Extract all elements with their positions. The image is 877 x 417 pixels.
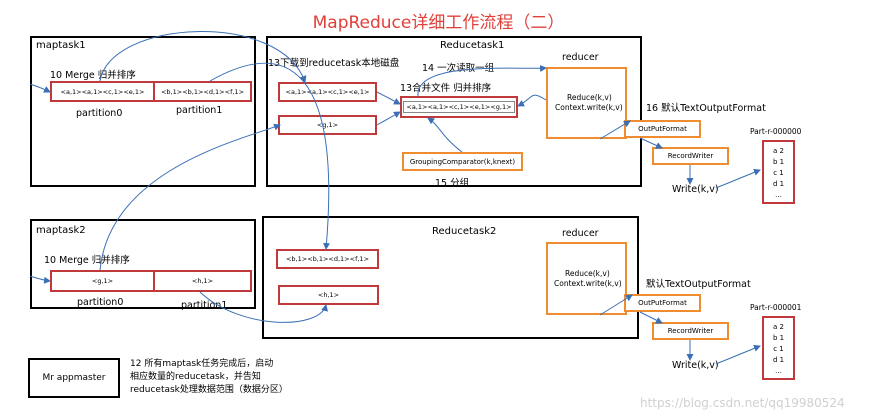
reducetask1-buffer2: <g,1> <box>278 115 377 135</box>
page-title: MapReduce详细工作流程（二） <box>312 13 565 33</box>
reducetask2-buffer2: <h,1> <box>278 285 379 305</box>
reducetask2-reducer-label: reducer <box>562 228 599 239</box>
reducetask1-label: Reducetask1 <box>440 40 505 51</box>
output1-line-3: d 1 <box>772 180 785 188</box>
reducetask1-context-text: Context.write(k,v) <box>555 103 623 112</box>
reducetask1-reducer-label: reducer <box>562 52 599 63</box>
reducetask1-reduce-text: Reduce(k,v) <box>567 93 612 102</box>
watermark: https://blog.csdn.net/qq19980524 <box>640 396 845 410</box>
output1-line-1: b 1 <box>772 158 785 166</box>
reducetask1-download-label: 13下载到reducetask本地磁盘 <box>268 58 400 69</box>
maptask2-partition1-cell: <h,1> <box>153 272 250 290</box>
grouping-comparator-box: GroupingComparator(k,knext) <box>402 152 523 171</box>
maptask2-partition0-cell: <g,1> <box>91 277 114 285</box>
reducetask1-merged-buffer: <a,1><a,1><c,1><e,1><g,1> <box>400 96 518 118</box>
appmaster-box: Mr appmaster <box>28 358 120 398</box>
maptask1-partition1-label: partition1 <box>176 105 223 116</box>
output1-write-label: Write(k,v) <box>672 184 719 195</box>
output2-file-box: a 2 b 1 c 1 d 1 ... <box>762 316 795 380</box>
output1-line-4: ... <box>775 191 782 199</box>
maptask2-label: maptask2 <box>36 225 86 236</box>
maptask2-partition0-label: partition0 <box>77 297 124 308</box>
output2-line-1: b 1 <box>772 334 785 342</box>
output1-format-label: 16 默认TextOutputFormat <box>646 103 766 114</box>
output2-line-2: c 1 <box>773 345 784 353</box>
output2-line-3: d 1 <box>772 356 785 364</box>
output2-line-4: ... <box>775 367 782 375</box>
maptask1-partition0-cell: <a,1><a,1><c,1><e,1> <box>60 87 145 96</box>
appmaster-note-line2: 相应数量的reducetask，并告知 <box>130 372 261 382</box>
output1-file-box: a 2 b 1 c 1 d 1 ... <box>762 140 795 204</box>
output2-outputformat-box: OutPutFormat <box>624 294 701 312</box>
output1-outputformat-box: OutPutFormat <box>624 120 701 138</box>
reducetask1-merge-label: 13合并文件 归并排序 <box>400 83 492 94</box>
arrow-write1-to-file <box>715 169 761 189</box>
maptask2-partition1-label: partition1 <box>181 300 228 311</box>
maptask2-merge-label: 10 Merge 归并排序 <box>44 255 130 266</box>
output1-line-0: a 2 <box>773 147 784 155</box>
reducetask1-buffer1: <a,1><a,1><c,1><e,1> <box>278 82 377 102</box>
reducetask2-buffer1: <b,1><b,1><d,1><f,1> <box>276 249 379 269</box>
reducetask1-read-label: 14 一次读取一组 <box>422 63 495 74</box>
reducetask2-reduce-text: Reduce(k,v) <box>565 269 610 278</box>
reducetask1-reducer-box <box>546 67 627 139</box>
output1-file-label: Part-r-000000 <box>750 127 802 136</box>
reducetask1-merged-text: <a,1><a,1><c,1><e,1><g,1> <box>403 101 515 113</box>
appmaster-note-line3: reducetask处理数据范围（数据分区） <box>130 385 288 395</box>
maptask1-label: maptask1 <box>36 40 86 51</box>
output1-recordwriter-box: RecordWriter <box>652 147 729 165</box>
output2-format-label: 默认TextOutputFormat <box>646 279 751 290</box>
maptask1-partition0-label: partition0 <box>76 108 123 119</box>
maptask1-partitions: <a,1><a,1><c,1><e,1> <b,1><b,1><d,1><f,1… <box>50 81 252 102</box>
output2-write-label: Write(k,v) <box>672 360 719 371</box>
reducetask2-reducer-box <box>546 242 627 315</box>
output2-recordwriter-box: RecordWriter <box>652 322 729 340</box>
output1-line-2: c 1 <box>773 169 784 177</box>
output2-file-label: Part-r-000001 <box>750 303 802 312</box>
arrow-write2-to-file <box>715 345 761 365</box>
grouping-label: 15 分组 <box>435 178 470 189</box>
maptask1-partition1-cell: <b,1><b,1><d,1><f,1> <box>153 83 250 100</box>
appmaster-note-line1: 12 所有maptask任务完成后，启动 <box>130 359 274 369</box>
maptask1-merge-label: 10 Merge 归并排序 <box>50 70 136 81</box>
reducetask2-context-text: Context.write(k,v) <box>554 279 622 288</box>
reducetask2-label: Reducetask2 <box>432 226 497 237</box>
maptask2-partitions: <g,1> <h,1> <box>50 270 252 292</box>
output2-line-0: a 2 <box>773 323 784 331</box>
